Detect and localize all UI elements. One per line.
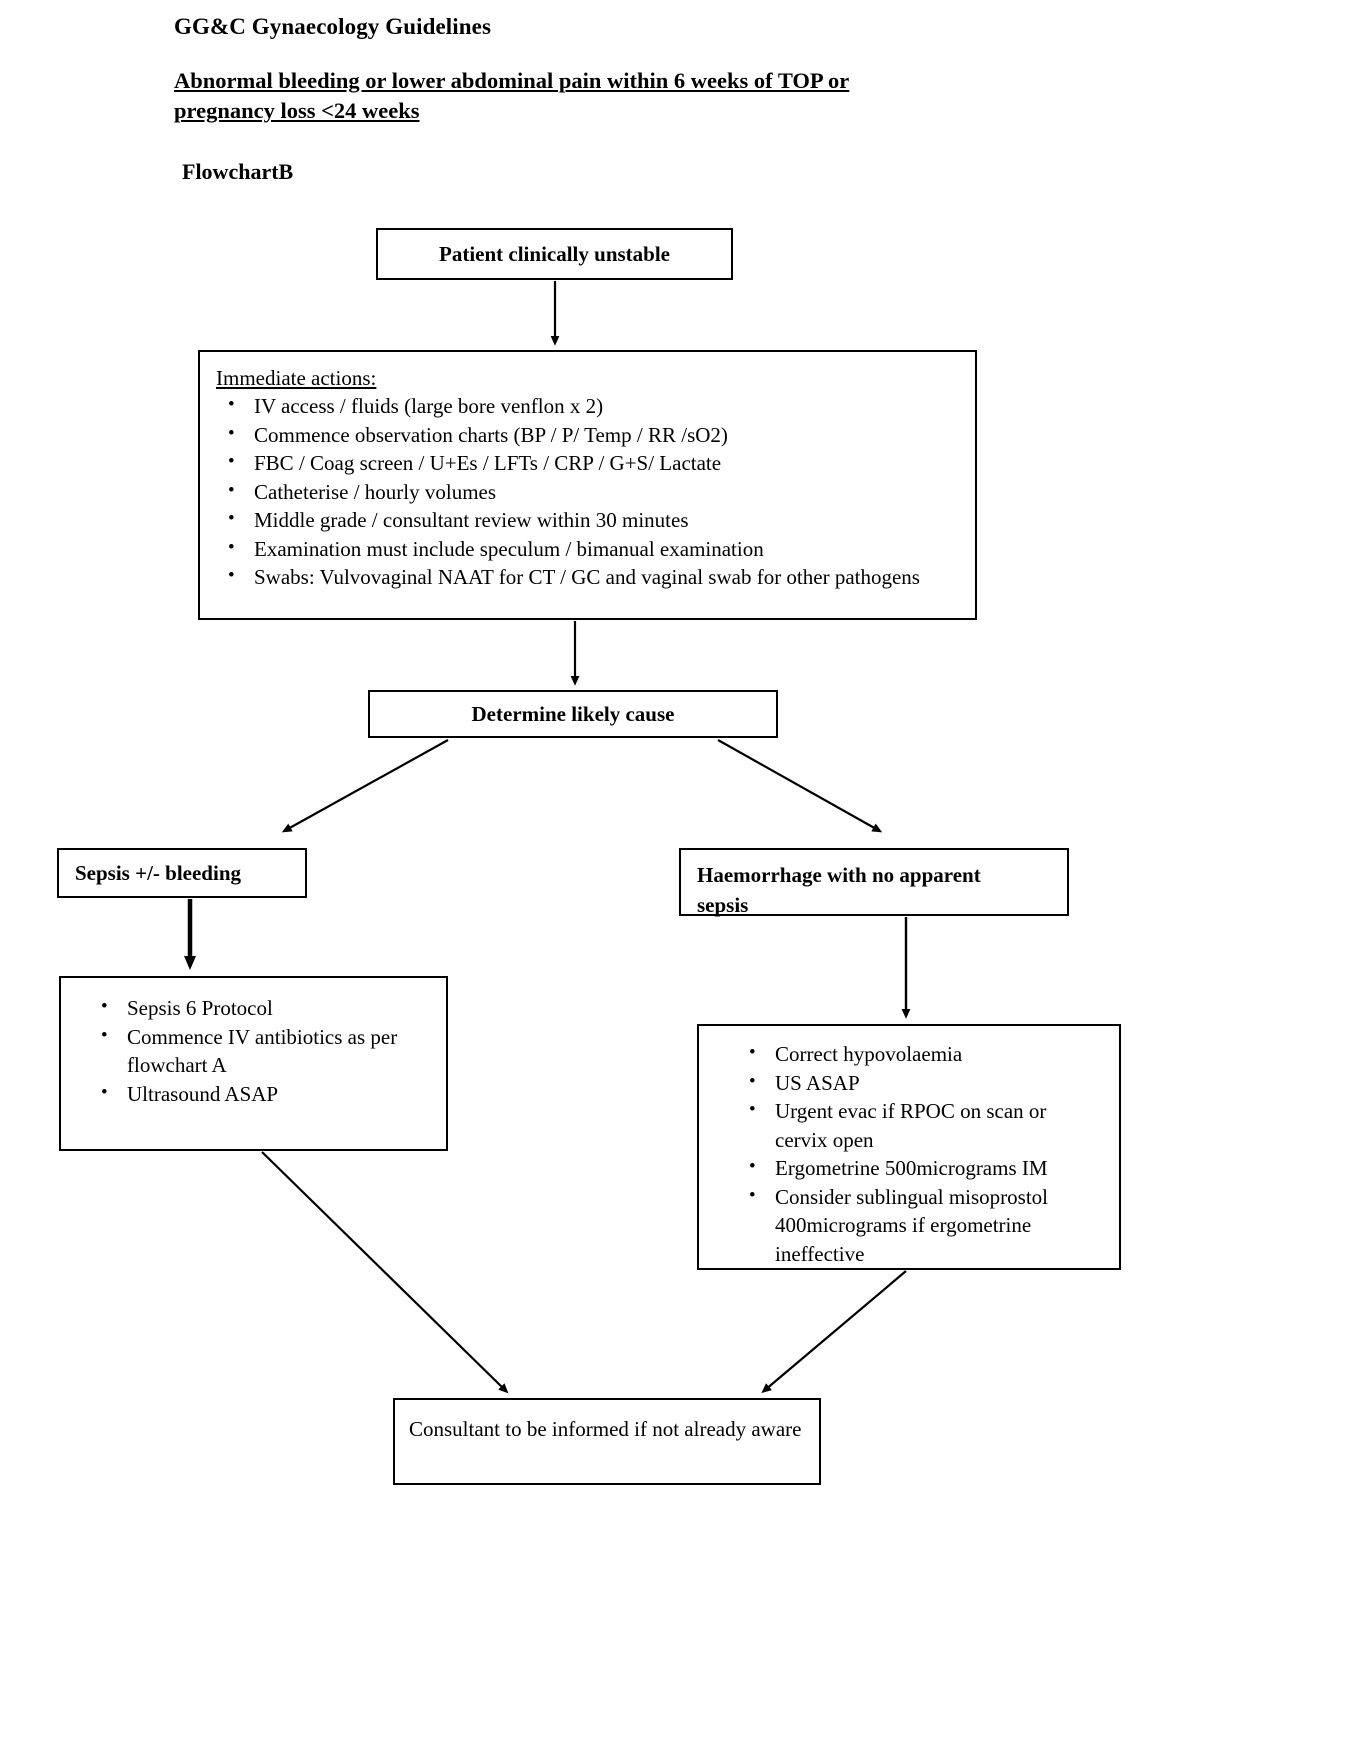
document-title-line-2: pregnancy loss <24 weeks [174, 98, 420, 123]
edge-determine-to-sepsis [281, 739, 449, 833]
haemorrhage-actions-list: Correct hypovolaemia US ASAP Urgent evac… [737, 1039, 1109, 1269]
node-label: Determine likely cause [471, 702, 675, 726]
list-item: Consider sublingual misoprostol 400micro… [737, 1182, 1095, 1269]
node-label: Haemorrhage with no apparent sepsis [697, 863, 981, 917]
node-label: Patient clinically unstable [439, 242, 670, 266]
node-label: Consultant to be informed if not already… [409, 1417, 802, 1441]
document-title: Abnormal bleeding or lower abdominal pai… [174, 66, 934, 126]
list-item: FBC / Coag screen / U+Es / LFTs / CRP / … [216, 448, 961, 478]
node-consultant-informed[interactable]: Consultant to be informed if not already… [393, 1398, 821, 1485]
list-item: Examination must include speculum / bima… [216, 534, 961, 564]
node-haemorrhage-actions[interactable]: Correct hypovolaemia US ASAP Urgent evac… [697, 1024, 1121, 1270]
node-haemorrhage-no-apparent-sepsis[interactable]: Haemorrhage with no apparent sepsis [679, 848, 1069, 917]
list-item: Sepsis 6 Protocol [89, 993, 436, 1023]
edge-haemorrhage-actions-to-consultant [761, 1270, 907, 1394]
list-item: Ergometrine 500micrograms IM [737, 1153, 1109, 1183]
node-determine-likely-cause[interactable]: Determine likely cause [368, 690, 778, 738]
list-item: Swabs: Vulvovaginal NAAT for CT / GC and… [216, 562, 954, 592]
node-immediate-actions[interactable]: Immediate actions: IV access / fluids (l… [198, 350, 977, 620]
flowchart-label: FlowchartB [182, 159, 294, 184]
sepsis-actions-list: Sepsis 6 Protocol Commence IV antibiotic… [89, 993, 436, 1109]
node-patient-clinically-unstable[interactable]: Patient clinically unstable [376, 228, 733, 280]
list-item: Middle grade / consultant review within … [216, 505, 961, 535]
node-sepsis-plus-minus-bleeding[interactable]: Sepsis +/- bleeding [57, 848, 307, 898]
document-title-line-1: Abnormal bleeding or lower abdominal pai… [174, 68, 850, 93]
list-item: IV access / fluids (large bore venflon x… [216, 391, 961, 421]
immediate-actions-heading: Immediate actions: [216, 366, 377, 390]
list-item: Urgent evac if RPOC on scan or cervix op… [737, 1096, 1093, 1154]
edge-determine-to-haemorrhage [717, 739, 883, 833]
list-item: Ultrasound ASAP [89, 1079, 436, 1109]
list-item: Commence IV antibiotics as per flowchart… [89, 1022, 417, 1080]
list-item: Catheterise / hourly volumes [216, 477, 961, 507]
node-label: Sepsis +/- bleeding [75, 861, 242, 885]
organisation-header: GG&C Gynaecology Guidelines [174, 14, 492, 39]
list-item: US ASAP [737, 1068, 1109, 1098]
list-item: Correct hypovolaemia [737, 1039, 1109, 1069]
list-item: Commence observation charts (BP / P/ Tem… [216, 420, 961, 450]
node-sepsis-actions[interactable]: Sepsis 6 Protocol Commence IV antibiotic… [59, 976, 448, 1151]
immediate-actions-list: IV access / fluids (large bore venflon x… [216, 391, 961, 592]
edge-sepsis-actions-to-consultant [261, 1151, 509, 1394]
